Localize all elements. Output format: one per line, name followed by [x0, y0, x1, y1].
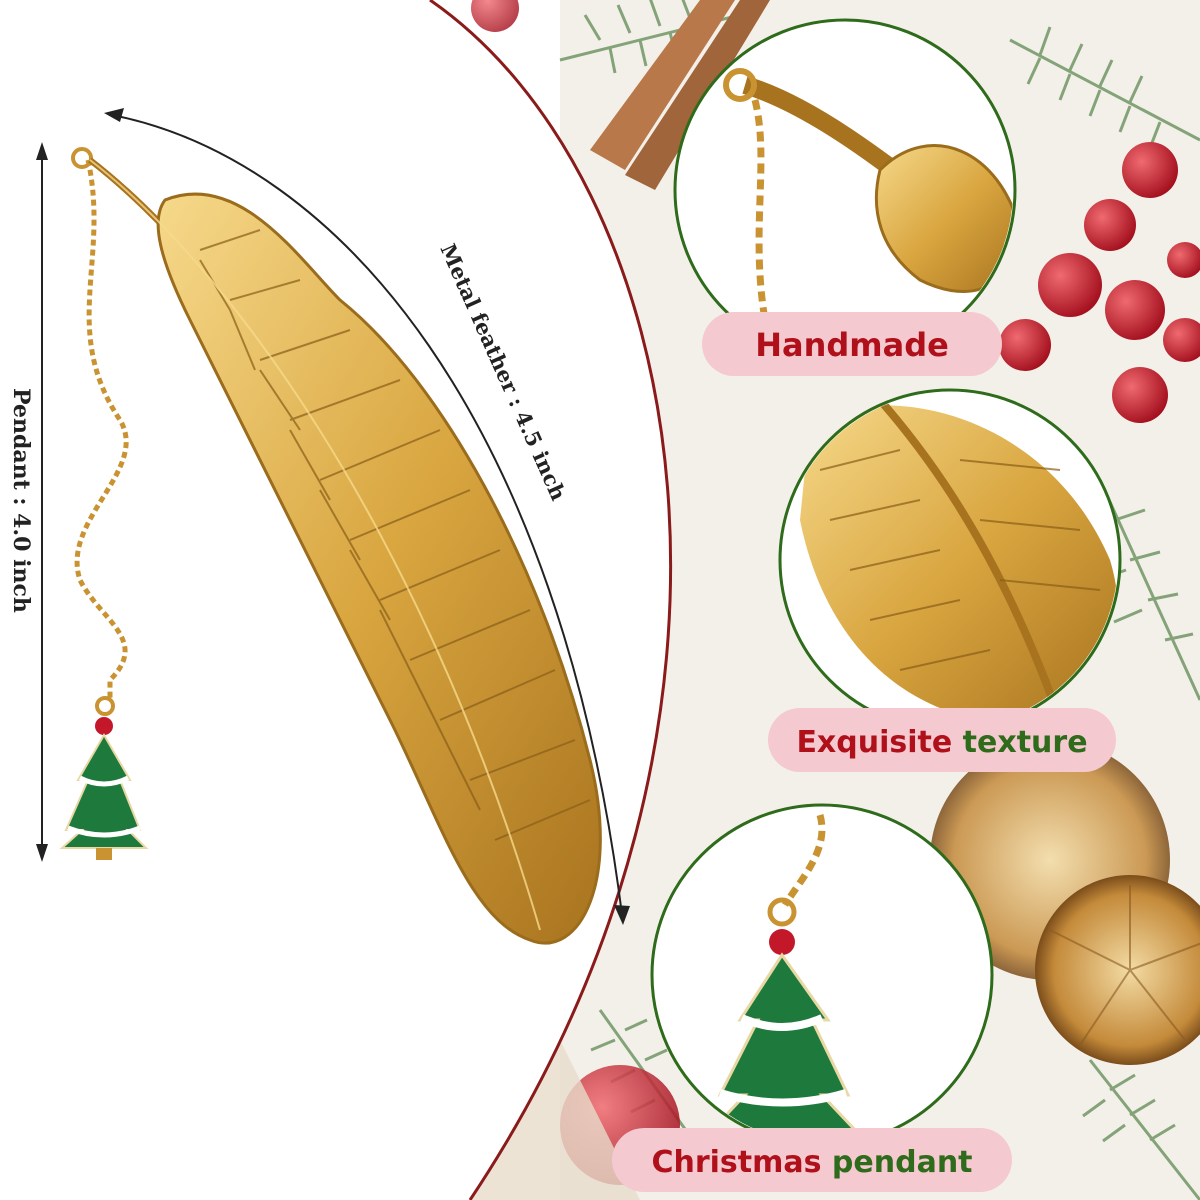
- feature-label-handmade: Handmade: [702, 312, 1002, 376]
- detail-circle-texture: [778, 388, 1122, 732]
- feature-text-green: texture: [952, 725, 1087, 760]
- pendant-size-label: Pendant : 4.0 inch: [8, 388, 34, 613]
- detail-circle-pendant: [650, 803, 994, 1147]
- divider-curve: [429, 0, 673, 1200]
- svg-text:Handmade: Handmade: [755, 326, 949, 364]
- feature-text-green: pendant: [821, 1145, 972, 1180]
- svg-text:Exquisite texture: Exquisite texture: [796, 725, 1087, 760]
- pendant-dimension: Pendant : 4.0 inch: [8, 142, 48, 862]
- christmas-tree-icon: [59, 696, 149, 860]
- feature-label-pendant: Christmas pendant: [612, 1128, 1012, 1192]
- feature-text-red: Christmas: [651, 1145, 821, 1180]
- svg-text:Christmas pendant: Christmas pendant: [651, 1145, 972, 1180]
- cinnamon-sticks: [590, 0, 770, 190]
- feature-label-texture: Exquisite texture: [768, 708, 1116, 772]
- double-arrow-icon: [111, 114, 623, 916]
- berries: [471, 0, 1200, 423]
- dried-citrus: [930, 740, 1200, 1065]
- feature-text-red: Exquisite: [796, 725, 952, 760]
- chain-icon: [74, 159, 129, 700]
- feature-text-red: Handmade: [755, 326, 949, 364]
- detail-circle-handmade: [673, 18, 1017, 362]
- feather-icon: [71, 147, 602, 945]
